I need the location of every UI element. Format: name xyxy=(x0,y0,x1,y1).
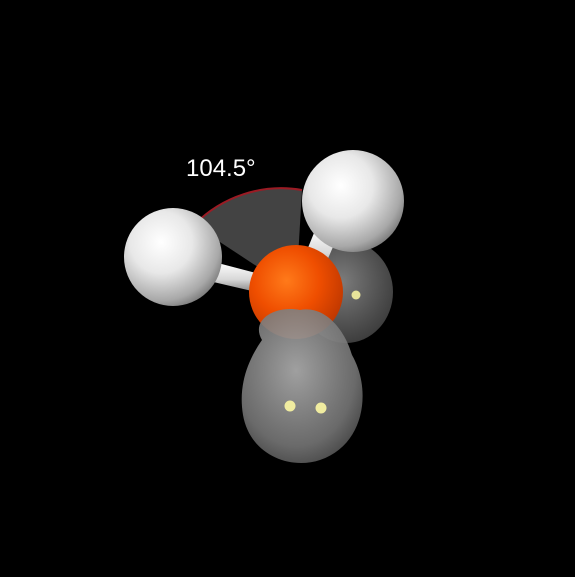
lone-pair-back-electron xyxy=(351,290,361,300)
lone-pair-electron-2 xyxy=(315,402,327,414)
bond-left xyxy=(209,262,256,291)
bond-angle-arc xyxy=(193,187,303,226)
lone-pair-front xyxy=(241,309,363,463)
lone-pair-electron-1 xyxy=(284,400,296,412)
bond-angle-label: 104.5° xyxy=(186,155,256,182)
hydrogen-atom-top xyxy=(302,150,404,252)
hydrogen-atom-left xyxy=(124,208,222,306)
